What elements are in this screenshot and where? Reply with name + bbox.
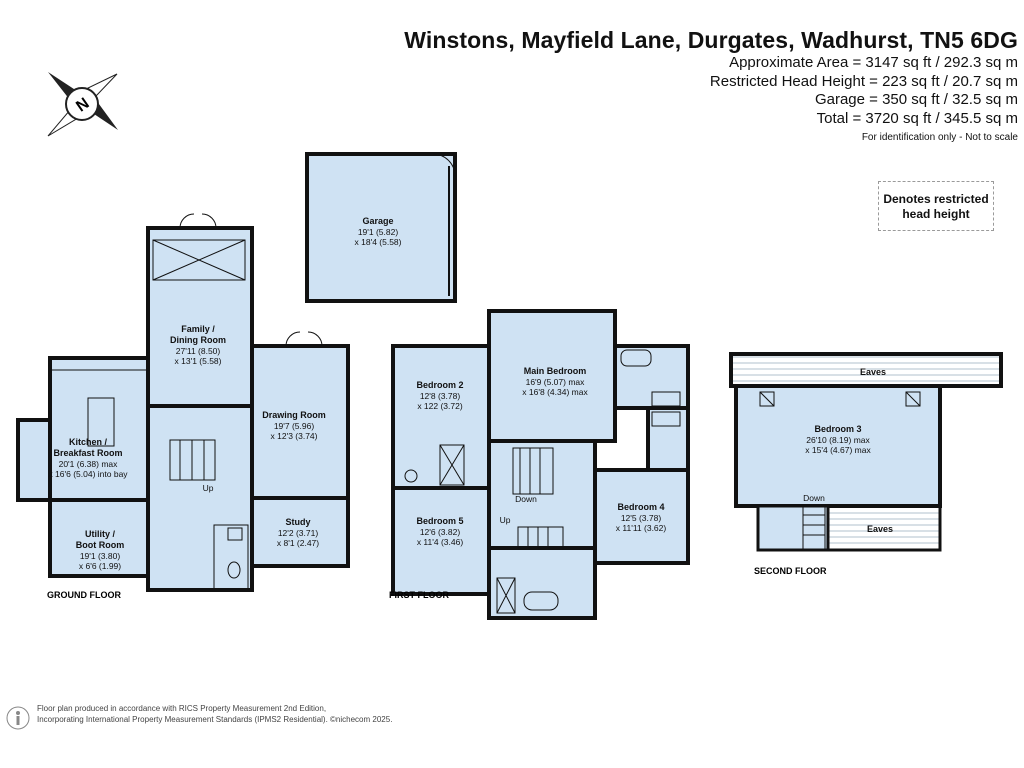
svg-text:Utility /: Utility / (85, 529, 116, 539)
svg-text:19'1 (3.80): 19'1 (3.80) (80, 551, 121, 561)
first-floor-label: FIRST FLOOR (389, 590, 449, 600)
footer-line-2: Incorporating International Property Mea… (37, 715, 393, 724)
svg-text:27'11 (8.50): 27'11 (8.50) (176, 346, 221, 356)
svg-text:19'7 (5.96): 19'7 (5.96) (274, 421, 315, 431)
svg-text:Breakfast Room: Breakfast Room (53, 448, 122, 458)
svg-text:16'9 (5.07) max: 16'9 (5.07) max (526, 377, 586, 387)
svg-text:x 16'6 (5.04) into bay: x 16'6 (5.04) into bay (48, 469, 128, 479)
legend-line-1: Denotes restricted (883, 192, 989, 206)
svg-text:Main Bedroom: Main Bedroom (524, 366, 587, 376)
stair-area (756, 504, 830, 552)
header: Winstons, Mayfield Lane, Durgates, Wadhu… (318, 26, 1018, 143)
svg-text:x 8'1 (2.47): x 8'1 (2.47) (277, 538, 319, 548)
svg-text:Kitchen /: Kitchen / (69, 437, 108, 447)
first-fixtures (404, 349, 681, 614)
shower-outline (646, 406, 690, 472)
svg-text:12'5 (3.78): 12'5 (3.78) (621, 513, 662, 523)
restricted-height-legend: Denotes restricted head height (878, 181, 994, 231)
kitchen-bay (16, 418, 52, 502)
bedroom-5-outline (391, 486, 491, 596)
svg-text:x 12'3 (3.74): x 12'3 (3.74) (271, 431, 318, 441)
svg-text:12'8 (3.78): 12'8 (3.78) (420, 391, 461, 401)
landing-outline (487, 439, 597, 565)
label-garage: Garage 19'1 (5.82) x 18'4 (5.58) (355, 216, 402, 247)
compass-icon: N (47, 72, 118, 137)
area-garage: Garage = 350 sq ft / 32.5 sq m (814, 91, 1018, 108)
svg-text:19'1 (5.82): 19'1 (5.82) (358, 227, 399, 237)
person-icon (6, 706, 30, 730)
label-utility: Utility / Boot Room 19'1 (3.80) x 6'6 (1… (76, 529, 125, 571)
main-bedroom-outline (487, 309, 617, 443)
garage-outline (305, 152, 457, 303)
svg-text:x 6'6 (1.99): x 6'6 (1.99) (79, 561, 121, 571)
disclaimer: For identification only - Not to scale (861, 132, 1018, 143)
bathroom-outline (487, 546, 597, 620)
label-bedroom-4: Bedroom 4 12'5 (3.78) x 11'11 (3.62) (616, 502, 667, 533)
svg-text:26'10 (8.19) max: 26'10 (8.19) max (806, 435, 870, 445)
stairs-down-first: Down (515, 494, 537, 504)
svg-text:Garage: Garage (362, 216, 393, 226)
svg-text:Bedroom 4: Bedroom 4 (617, 502, 664, 512)
footer-line-1: Floor plan produced in accordance with R… (37, 704, 327, 713)
stairs-up-first: Up (500, 515, 511, 525)
ground-floor (16, 152, 457, 592)
svg-text:Bedroom 5: Bedroom 5 (416, 516, 463, 526)
study-outline (250, 496, 350, 568)
ground-fixtures (52, 153, 456, 590)
svg-text:12'2 (3.71): 12'2 (3.71) (278, 528, 319, 538)
svg-text:Dining Room: Dining Room (170, 335, 226, 345)
svg-text:x 11'11 (3.62): x 11'11 (3.62) (616, 523, 667, 533)
label-bedroom-3: Bedroom 3 26'10 (8.19) max x 15'4 (4.67)… (805, 424, 871, 455)
area-restricted: Restricted Head Height = 223 sq ft / 20.… (709, 72, 1018, 90)
label-study: Study 12'2 (3.71) x 8'1 (2.47) (277, 517, 319, 548)
svg-text:x 13'1 (5.58): x 13'1 (5.58) (175, 356, 222, 366)
eaves-top (729, 352, 1003, 388)
svg-text:Family /: Family / (181, 324, 215, 334)
label-family-room: Family / Dining Room 27'11 (8.50) x 13'1… (170, 324, 226, 366)
label-kitchen: Kitchen / Breakfast Room 20'1 (6.38) max… (48, 437, 128, 479)
svg-text:12'6 (3.82): 12'6 (3.82) (420, 527, 461, 537)
svg-text:x 16'8 (4.34) max: x 16'8 (4.34) max (522, 387, 588, 397)
area-total: Total = 3720 sq ft / 345.5 sq m (816, 109, 1018, 127)
utility-outline (48, 498, 150, 578)
stairs-up-ground: Up (203, 483, 214, 493)
label-eaves-top: Eaves (860, 367, 886, 377)
bedroom-2-outline (391, 344, 491, 490)
legend-line-2: head height (902, 207, 970, 221)
ground-floor-label: GROUND FLOOR (47, 590, 121, 600)
second-floor (729, 352, 1003, 552)
svg-text:Study: Study (285, 517, 310, 527)
label-bedroom-2: Bedroom 2 12'8 (3.78) x 122 (3.72) (416, 380, 463, 411)
family-room-outline (146, 226, 254, 408)
second-floor-label: SECOND FLOOR (754, 566, 827, 576)
svg-text:Drawing Room: Drawing Room (262, 410, 326, 420)
label-bedroom-5: Bedroom 5 12'6 (3.82) x 11'4 (3.46) (416, 516, 463, 547)
svg-text:20'1 (6.38) max: 20'1 (6.38) max (59, 459, 119, 469)
label-eaves-bottom: Eaves (867, 524, 893, 534)
svg-text:Bedroom 3: Bedroom 3 (814, 424, 861, 434)
svg-text:Bedroom 2: Bedroom 2 (416, 380, 463, 390)
svg-text:x 18'4 (5.58): x 18'4 (5.58) (355, 237, 402, 247)
area-approx: Approximate Area = 3147 sq ft / 292.3 sq… (729, 54, 1018, 71)
family-doors (179, 213, 323, 347)
svg-text:x 15'4 (4.67) max: x 15'4 (4.67) max (805, 445, 871, 455)
svg-text:Boot Room: Boot Room (76, 540, 125, 550)
svg-text:x 11'4 (3.46): x 11'4 (3.46) (417, 537, 464, 547)
svg-text:x 122 (3.72): x 122 (3.72) (417, 401, 463, 411)
stairs-down-second: Down (803, 493, 825, 503)
label-main-bedroom: Main Bedroom 16'9 (5.07) max x 16'8 (4.3… (522, 366, 588, 397)
label-drawing-room: Drawing Room 19'7 (5.96) x 12'3 (3.74) (262, 410, 326, 441)
footer: Floor plan produced in accordance with R… (37, 703, 392, 725)
property-title: Winstons, Mayfield Lane, Durgates, Wadhu… (404, 27, 1018, 53)
